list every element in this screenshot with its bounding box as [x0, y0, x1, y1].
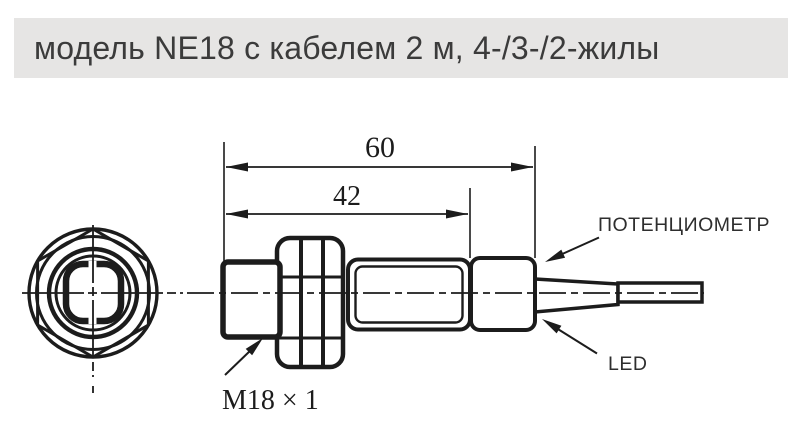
led-label: LED: [608, 353, 647, 375]
dim-42-arrow-right: [446, 209, 468, 219]
side-hex-nut: [274, 235, 346, 370]
thread-arrowhead: [245, 338, 263, 356]
led-leader-line: [556, 327, 598, 355]
dim-60-arrow-right: [511, 162, 533, 172]
page-title: модель NE18 с кабелем 2 м, 4-/3-/2-жилы: [34, 29, 660, 66]
sensor-front-view: [22, 225, 183, 393]
side-main-body-inner: [354, 265, 464, 324]
potentiometer-callout: ПОТЕНЦИОМЕТР: [545, 214, 770, 262]
potentiometer-arrowhead: [545, 249, 566, 262]
potentiometer-leader-line: [559, 236, 600, 256]
side-cable-gland: [533, 277, 620, 314]
dim-60-arrow-left: [226, 162, 248, 172]
side-main-body: [346, 257, 472, 332]
led-arrowhead: [542, 319, 562, 334]
dim-60-value: 60: [365, 131, 395, 164]
sensor-side-view: [187, 235, 704, 370]
title-bar: модель NE18 с кабелем 2 м, 4-/3-/2-жилы: [14, 18, 788, 78]
side-threaded-barrel: [220, 259, 283, 340]
led-callout: LED: [542, 319, 647, 375]
side-end-cap: [469, 256, 537, 332]
thread-label: M18 × 1: [222, 385, 319, 416]
thread-callout: M18 × 1: [222, 338, 319, 416]
dim-42-value: 42: [333, 181, 361, 212]
thread-leader-line: [224, 348, 253, 376]
potentiometer-label: ПОТЕНЦИОМЕТР: [598, 214, 770, 236]
dimension-42: 42: [226, 181, 471, 258]
dim-42-arrow-left: [226, 209, 248, 219]
dimension-60: 60: [223, 131, 536, 262]
